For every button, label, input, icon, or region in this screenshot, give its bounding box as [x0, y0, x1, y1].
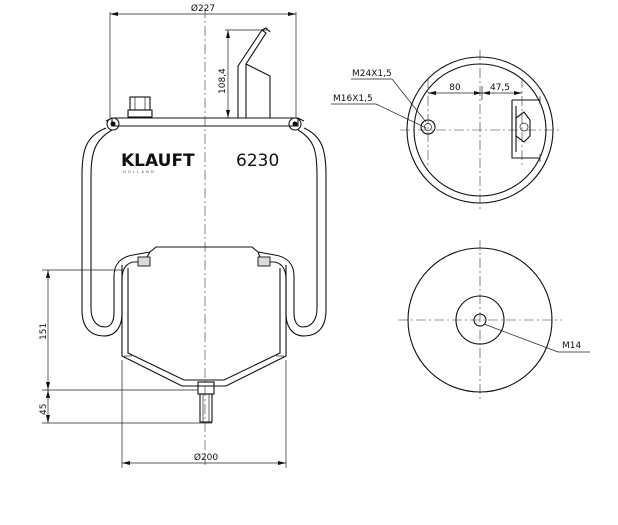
side-view: Ø227 108,4 — [39, 3, 327, 468]
top-view: 80 47,5 M24X1,5 M16X1,5 — [331, 50, 562, 210]
spacing-dimensions: 80 47,5 — [428, 83, 522, 100]
brand-name: KLAUFT — [121, 151, 195, 171]
bottom-view: M14 — [398, 240, 590, 400]
stud-height-label: 108,4 — [218, 68, 228, 94]
bottom-diameter-dimension: Ø200 — [121, 360, 287, 468]
bottom-offset-label: 45 — [39, 404, 49, 415]
piston — [121, 246, 287, 387]
spacing-a-label: 80 — [449, 83, 461, 93]
bottom-diameter-label: Ø200 — [194, 452, 219, 463]
height-label: 151 — [39, 323, 49, 340]
top-view-bracket — [511, 96, 541, 162]
top-plate — [105, 117, 305, 131]
bellow-body — [81, 127, 327, 337]
brand-logo: KLAUFT HOLLAND — [121, 151, 195, 174]
height-dimension: 151 — [39, 269, 198, 391]
bottom-stud — [197, 381, 215, 423]
stud-height-dimension: 108,4 — [218, 29, 268, 118]
top-diameter-dimension: Ø227 — [109, 3, 297, 118]
spacing-b-label: 47,5 — [490, 83, 510, 93]
bottom-thread-label: M14 — [562, 341, 581, 351]
model-number: 6230 — [236, 151, 279, 171]
bottom-offset-dimension: 45 — [39, 390, 212, 424]
top-nut — [127, 96, 153, 118]
thread-small-label: M16X1,5 — [333, 94, 373, 104]
brand-subtitle: HOLLAND — [123, 170, 156, 174]
top-bracket — [237, 27, 271, 118]
thread-leaders: M24X1,5 M16X1,5 — [331, 69, 427, 129]
thread-top-label: M24X1,5 — [352, 69, 392, 79]
top-diameter-label: Ø227 — [191, 3, 215, 14]
small-stud-circle — [420, 119, 436, 135]
